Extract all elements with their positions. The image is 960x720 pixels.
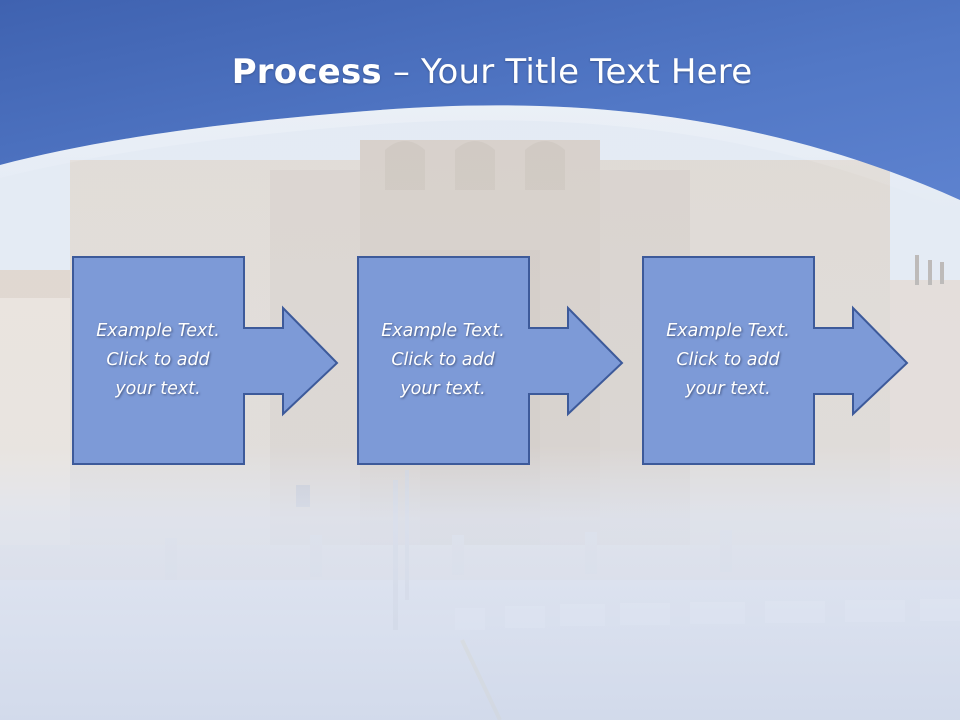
step-3-line-3: your text.	[685, 378, 771, 399]
step-2-line-2: Click to add	[391, 349, 495, 370]
step-2-line-1: Example Text.	[381, 320, 505, 341]
step-1-text: Example Text. Click to add your text.	[72, 256, 244, 464]
step-2-line-3: your text.	[400, 378, 486, 399]
title-bold: Process	[231, 52, 382, 92]
header-band	[0, 0, 960, 214]
step-3-line-1: Example Text.	[666, 320, 790, 341]
process-step-3[interactable]: Example Text. Click to add your text.	[642, 256, 909, 465]
title-rest: – Your Title Text Here	[381, 52, 753, 92]
step-2-text: Example Text. Click to add your text.	[357, 256, 529, 464]
arrow-shape-icon	[642, 256, 909, 465]
slide-title[interactable]: Process – Your Title Text Here	[0, 52, 960, 92]
process-step-2[interactable]: Example Text. Click to add your text.	[357, 256, 624, 465]
step-3-line-2: Click to add	[676, 349, 780, 370]
arrow-shape-icon	[72, 256, 339, 465]
process-step-1[interactable]: Example Text. Click to add your text.	[72, 256, 339, 465]
step-3-text: Example Text. Click to add your text.	[642, 256, 814, 464]
step-1-line-3: your text.	[115, 378, 201, 399]
step-1-line-2: Click to add	[106, 349, 210, 370]
step-1-line-1: Example Text.	[96, 320, 220, 341]
arrow-shape-icon	[357, 256, 624, 465]
